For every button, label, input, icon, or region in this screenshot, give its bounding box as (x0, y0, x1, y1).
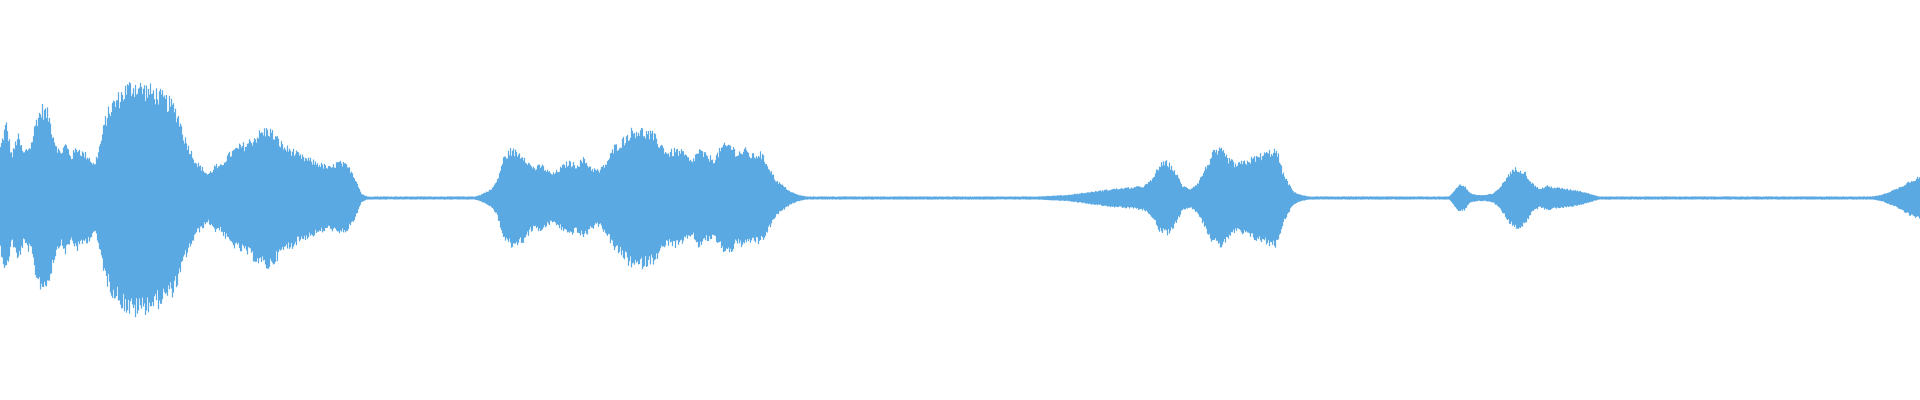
waveform-path (0, 82, 1920, 318)
waveform-layer (0, 82, 1920, 318)
